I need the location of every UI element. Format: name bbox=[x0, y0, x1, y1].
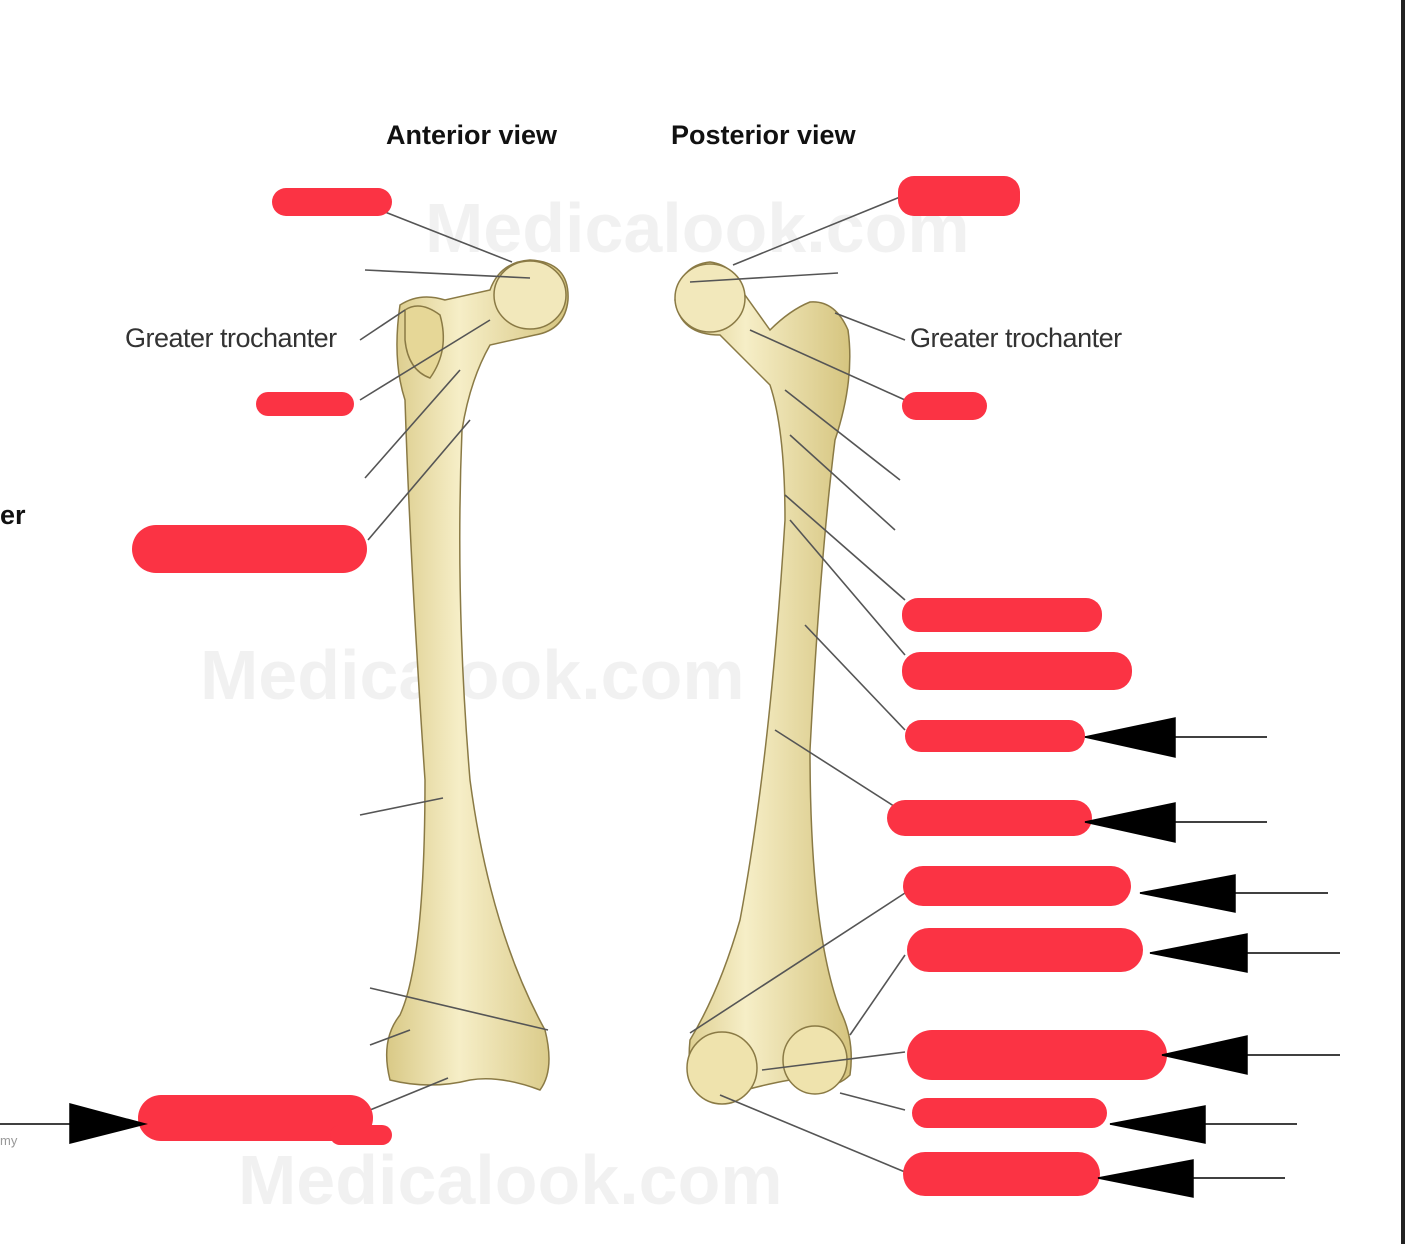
leader-lines bbox=[359, 194, 906, 1173]
posterior-view-title: Posterior view bbox=[671, 120, 856, 150]
label-greater-trochanter-anterior: Greater trochanter bbox=[125, 323, 337, 353]
anterior-femur bbox=[385, 259, 569, 1091]
page-edge bbox=[1401, 0, 1405, 1244]
watermark-middle: Medicalook.com bbox=[200, 636, 745, 714]
anterior-view-title: Anterior view bbox=[386, 120, 558, 150]
redaction-marks bbox=[132, 176, 1167, 1196]
watermark-bottom: Medicalook.com bbox=[238, 1141, 783, 1219]
left-cut-label: er bbox=[0, 500, 26, 530]
label-greater-trochanter-posterior: Greater trochanter bbox=[910, 323, 1122, 353]
posterior-femur bbox=[674, 261, 852, 1105]
left-footer-text: my bbox=[0, 1133, 18, 1148]
pointer-arrows bbox=[0, 717, 1340, 1198]
watermark-top: Medicalook.com bbox=[425, 189, 970, 267]
